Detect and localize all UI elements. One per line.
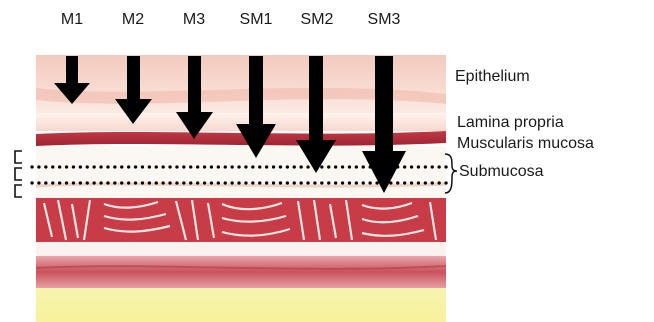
submucosa-depth-brackets	[15, 151, 22, 197]
subserosa-layer	[36, 242, 446, 256]
label-muscularis-mucosa: Muscularis mucosa	[457, 135, 594, 152]
depth-labels: M1 M2 M3 SM1 SM2 SM3	[61, 11, 401, 28]
submucosa-brace	[445, 154, 457, 193]
serosa-fat-layer	[36, 288, 446, 322]
label-sm3: SM3	[368, 11, 401, 28]
label-submucosa: Submucosa	[459, 163, 544, 180]
label-lamina-propria: Lamina propria	[457, 114, 564, 131]
label-sm1: SM1	[240, 11, 273, 28]
label-epithelium: Epithelium	[455, 68, 530, 85]
label-m2: M2	[122, 11, 144, 28]
bracket-sm2	[15, 168, 22, 180]
bracket-sm1	[15, 151, 22, 163]
deep-layer	[36, 256, 446, 288]
label-sm2: SM2	[301, 11, 334, 28]
label-m1: M1	[61, 11, 83, 28]
bracket-sm3	[15, 185, 22, 197]
layer-labels: Epithelium Lamina propria Muscularis muc…	[455, 68, 594, 180]
label-m3: M3	[183, 11, 205, 28]
